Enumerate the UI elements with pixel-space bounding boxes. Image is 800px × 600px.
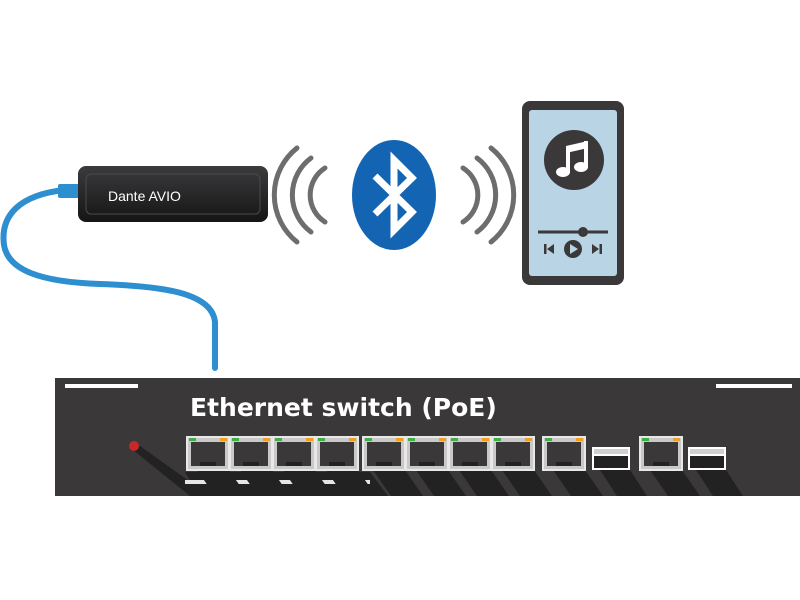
ethernet-port-1[interactable] [186, 436, 247, 496]
port-activity-led [349, 438, 356, 441]
port-activity-led [220, 438, 227, 441]
port-link-led [232, 438, 239, 441]
port-activity-led [482, 438, 489, 441]
switch-title: Ethernet switch (PoE) [190, 393, 497, 422]
port-link-led [318, 438, 325, 441]
ethernet-switch: Ethernet switch (PoE) [55, 378, 800, 496]
dante-avio-dongle: Dante AVIO [78, 166, 268, 222]
bluetooth-icon [352, 140, 436, 250]
ethernet-cable [0, 184, 218, 371]
ethernet-port-8[interactable] [491, 436, 552, 496]
rack-mark-right [716, 384, 792, 388]
port-activity-led [306, 438, 313, 441]
music-note-icon [556, 141, 588, 177]
port-link-led [408, 438, 415, 441]
port-activity-led [439, 438, 446, 441]
skip-forward-icon[interactable] [592, 244, 602, 254]
sfp-port-1[interactable] [592, 447, 647, 496]
ethernet-port-2[interactable] [229, 436, 290, 496]
port-link-led [494, 438, 501, 441]
ethernet-port-7[interactable] [448, 436, 509, 496]
progress-bar[interactable] [538, 227, 608, 237]
port-link-led [365, 438, 372, 441]
port-link-led [451, 438, 458, 441]
album-art-circle [544, 130, 604, 190]
ethernet-port-9[interactable] [542, 436, 603, 496]
signal-waves-right [460, 145, 517, 245]
cable-plug [58, 184, 80, 198]
port-link-led [642, 438, 649, 441]
ethernet-port-4[interactable] [315, 436, 376, 496]
ethernet-port-10[interactable] [639, 436, 700, 496]
port-activity-led [396, 438, 403, 441]
port-activity-led [673, 438, 680, 441]
port-link-led [189, 438, 196, 441]
port-link-led [545, 438, 552, 441]
skip-back-icon[interactable] [544, 244, 554, 254]
port-activity-led [525, 438, 532, 441]
play-icon[interactable] [564, 240, 582, 258]
ethernet-port-3[interactable] [272, 436, 333, 496]
ethernet-port-6[interactable] [405, 436, 466, 496]
progress-knob [578, 227, 588, 237]
port-activity-led [263, 438, 270, 441]
port-link-led [275, 438, 282, 441]
sfp-port-2[interactable] [688, 447, 743, 496]
rack-mark-left [65, 384, 138, 388]
signal-waves-left [271, 145, 328, 245]
smartphone [522, 101, 624, 285]
dongle-label: Dante AVIO [108, 188, 181, 204]
ethernet-port-5[interactable] [362, 436, 423, 496]
ethernet-ports [186, 436, 743, 496]
power-led [129, 441, 139, 451]
port-activity-led [576, 438, 583, 441]
